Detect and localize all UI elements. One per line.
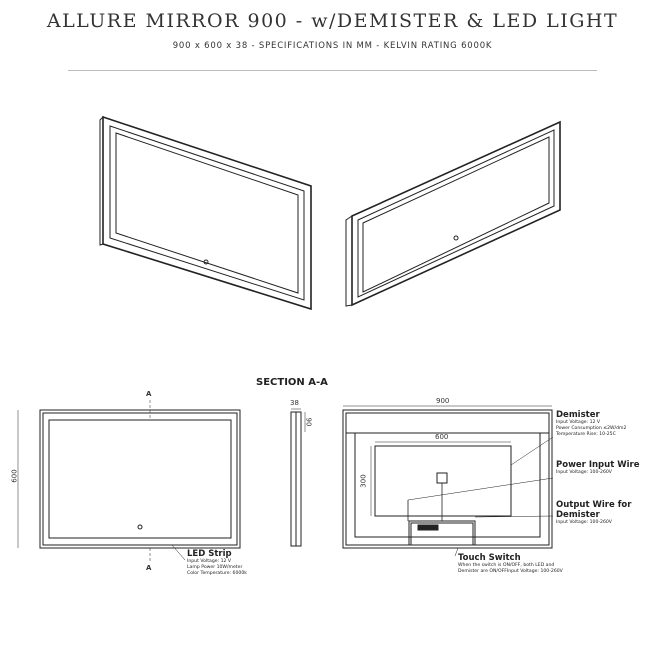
callout-line: When the switch is ON/OFF, both LED and	[458, 563, 555, 568]
callout-demister: Demister Input Voltage: 12 V Power Consu…	[556, 410, 626, 438]
callout-power-input-wire: Power Input Wire Input Voltage: 100-260V	[556, 460, 639, 476]
callout-line: Input Voltage: 100-260V	[556, 520, 612, 525]
dimension-depth: 38	[290, 399, 299, 407]
callout-line: Lamp Power 10W/meter	[187, 565, 243, 570]
callout-line: Color Temperature: 6000k	[187, 571, 247, 576]
callout-title: Output Wire for Demister	[556, 500, 632, 520]
dimension-height: 600	[10, 469, 19, 483]
callout-line: Input Voltage: 12 V	[187, 559, 232, 564]
callout-title: Touch Switch	[458, 553, 521, 563]
section-marker-bottom: A	[146, 564, 152, 572]
mirror-perspective-left	[99, 115, 312, 311]
dimension-side: 90	[304, 417, 313, 427]
callout-touch-switch: Touch Switch When the switch is ON/OFF, …	[458, 553, 563, 575]
section-marker-top: A	[146, 390, 152, 398]
callout-title: Demister	[556, 410, 600, 420]
mirror-perspective-right	[345, 120, 561, 307]
callout-title: LED Strip	[187, 549, 232, 559]
dimension-demister-width: 600	[435, 433, 449, 441]
callout-line: Input Voltage: 100-260V	[556, 470, 612, 475]
dimension-width: 900	[436, 397, 450, 405]
page-title: ALLURE MIRROR 900 - w/DEMISTER & LED LIG…	[46, 10, 619, 32]
front-view	[17, 400, 241, 562]
dimension-demister-height: 300	[359, 474, 368, 488]
back-view	[342, 405, 554, 557]
callout-line: Input Voltage: 12 V	[556, 420, 601, 425]
callout-output-wire: Output Wire for Demister Input Voltage: …	[556, 500, 665, 526]
callout-line: Power Consumption ≤2W/dm2	[556, 426, 627, 431]
callout-led-strip: LED Strip Input Voltage: 12 V Lamp Power…	[187, 549, 247, 577]
divider	[68, 70, 597, 71]
callout-line: Temperature Rise: 10-25C	[556, 432, 616, 437]
page-subtitle: 900 x 600 x 38 - SPECIFICATIONS IN MM - …	[172, 41, 493, 51]
callout-title: Power Input Wire	[556, 460, 640, 470]
section-title: SECTION A-A	[256, 377, 328, 388]
side-view	[290, 408, 306, 547]
callout-line: Demister are ON/OFFInput Voltage: 100-26…	[458, 569, 563, 574]
